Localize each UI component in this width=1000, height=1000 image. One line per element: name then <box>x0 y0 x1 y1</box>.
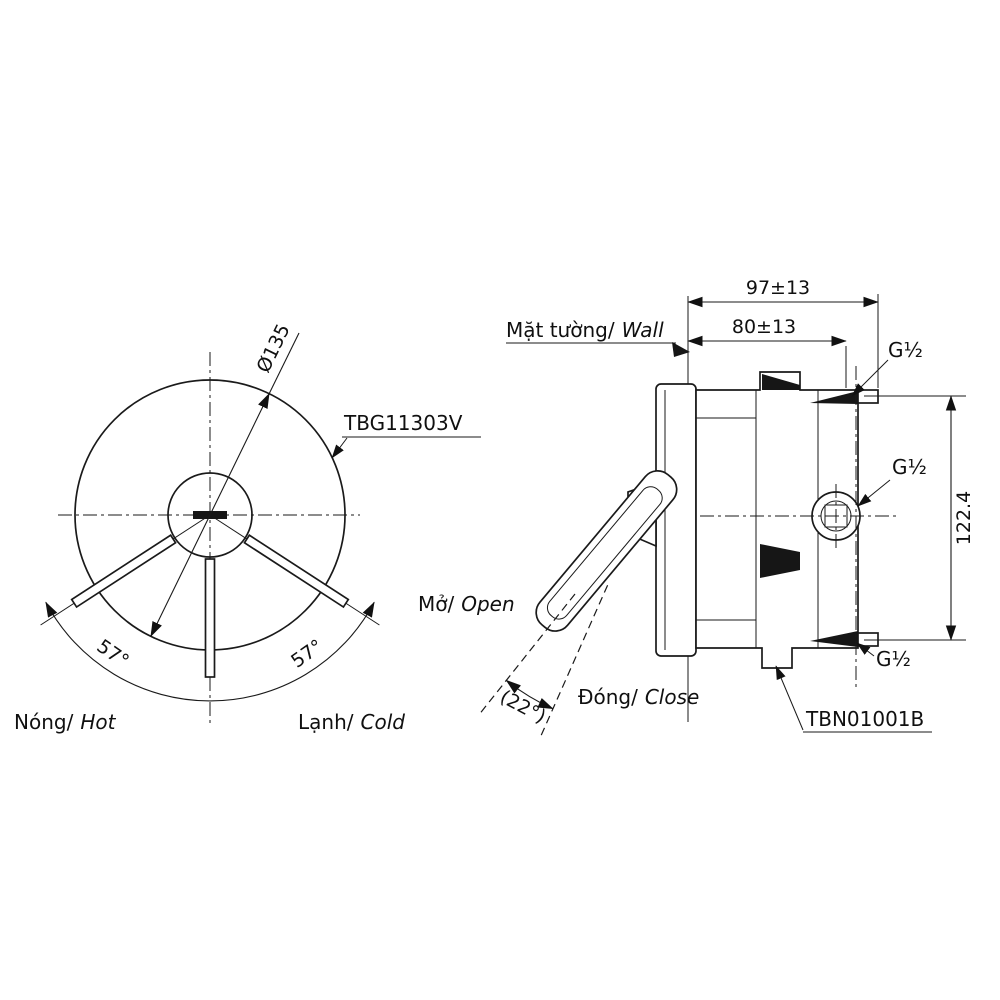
stop-valve-shade <box>760 544 800 578</box>
angle-right-label: 57° <box>287 635 327 672</box>
diameter-dimension-line <box>150 392 270 638</box>
side-view: Mặt tường/Wall 97±13 80±13 (22°) Mở/Open… <box>418 277 975 738</box>
diameter-label: Ø135 <box>252 321 294 377</box>
lever-center-position <box>204 558 216 678</box>
hot-label-en: Hot <box>80 710 116 734</box>
thread-mid-label: G½ <box>892 455 927 479</box>
swing-arc <box>505 679 554 710</box>
trim-plate <box>655 383 697 657</box>
valve-leader-line <box>775 665 804 731</box>
top-fitting-shade <box>762 374 800 390</box>
cold-label-en: Cold <box>361 710 406 734</box>
cold-label: Lạnh/Cold <box>298 710 405 734</box>
close-label-en: Close <box>645 685 699 709</box>
valve-part-code: TBN01001B <box>805 707 924 731</box>
close-label-vi: Đóng/ <box>578 685 638 709</box>
trim-part-code: TBG11303V <box>343 411 463 435</box>
front-view: Ø135 57° 57° Nóng/Hot Lạnh/Cold TBG11303… <box>14 321 481 734</box>
open-label-vi: Mở/ <box>418 592 454 616</box>
close-label: Đóng/Close <box>578 685 699 709</box>
inlet-seal-top <box>810 391 858 404</box>
open-label-en: Open <box>461 592 514 616</box>
swing-line-open <box>539 584 609 738</box>
thread-mid-leader <box>857 479 891 507</box>
trim-leader-line <box>331 437 348 459</box>
dim122-label: 122.4 <box>953 491 975 545</box>
thread-bottom-leader <box>856 642 875 657</box>
inlet-seal-bottom <box>810 631 858 647</box>
open-label: Mở/Open <box>418 592 515 616</box>
angle-arc <box>45 601 375 702</box>
wall-label-en: Wall <box>622 318 664 342</box>
handle-lever <box>535 470 678 632</box>
wall-label: Mặt tường/Wall <box>506 318 664 342</box>
thread-bottom-label: G½ <box>876 647 911 671</box>
thread-top-label: G½ <box>888 338 923 362</box>
hot-label: Nóng/Hot <box>14 710 117 734</box>
dim80-label: 80±13 <box>732 316 796 338</box>
hot-label-vi: Nóng/ <box>14 710 74 734</box>
wall-arrow <box>672 342 690 357</box>
thread-top-leader <box>851 359 889 397</box>
cold-label-vi: Lạnh/ <box>298 710 354 734</box>
wall-label-vi: Mặt tường/ <box>506 318 615 342</box>
angle-left-label: 57° <box>93 635 133 672</box>
dim97-label: 97±13 <box>746 277 810 299</box>
diameter-dimension-extension <box>268 332 300 394</box>
